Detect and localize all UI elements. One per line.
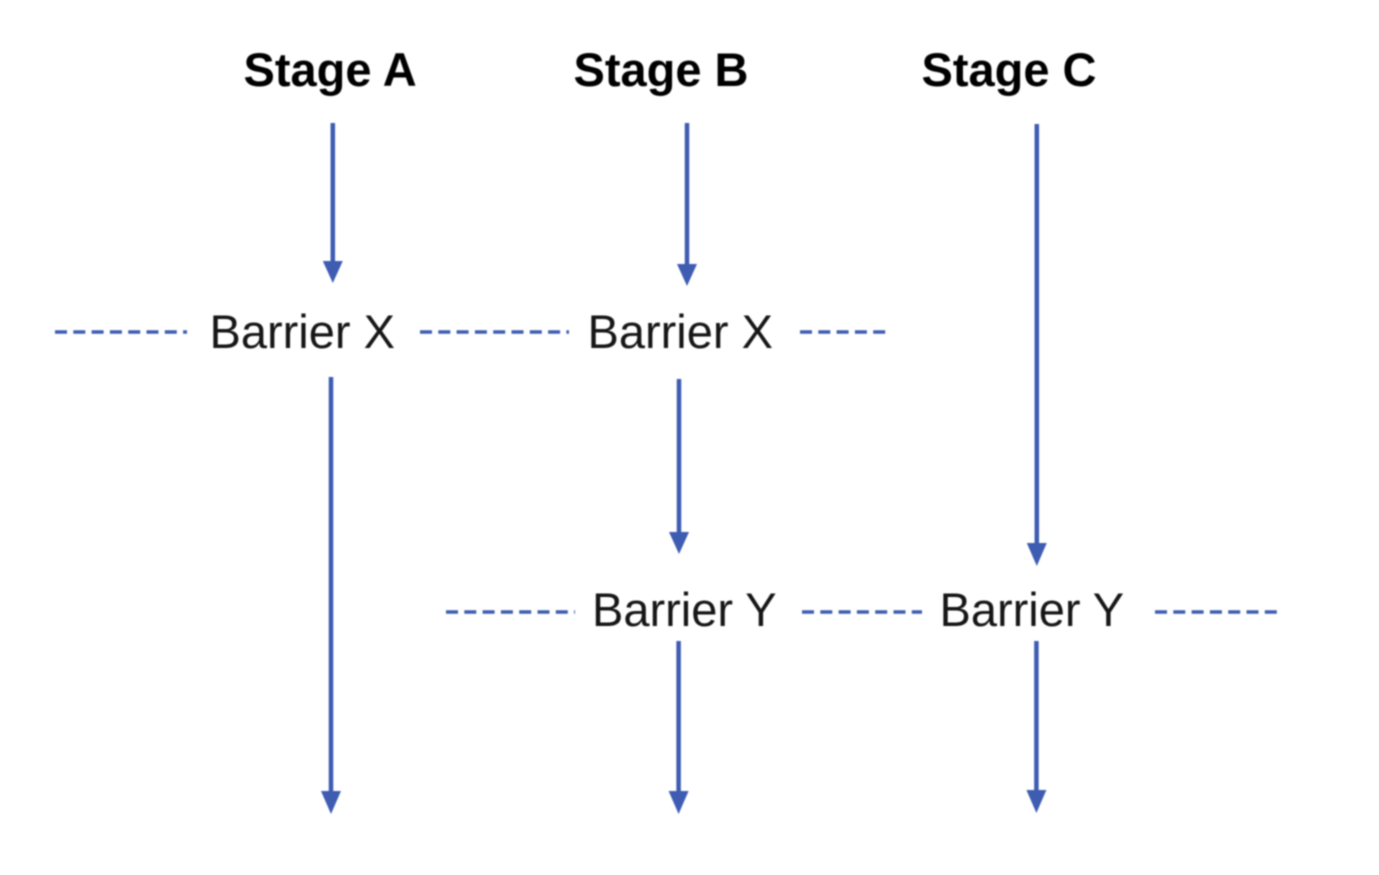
svg-text:Barrier X: Barrier X bbox=[210, 305, 395, 358]
svg-text:Barrier X: Barrier X bbox=[588, 305, 773, 358]
svg-text:Barrier Y: Barrier Y bbox=[592, 583, 777, 636]
svg-text:Barrier Y: Barrier Y bbox=[940, 583, 1125, 636]
svg-text:Stage A: Stage A bbox=[244, 43, 417, 96]
svg-text:Stage B: Stage B bbox=[574, 43, 749, 96]
svg-text:Stage C: Stage C bbox=[922, 43, 1097, 96]
